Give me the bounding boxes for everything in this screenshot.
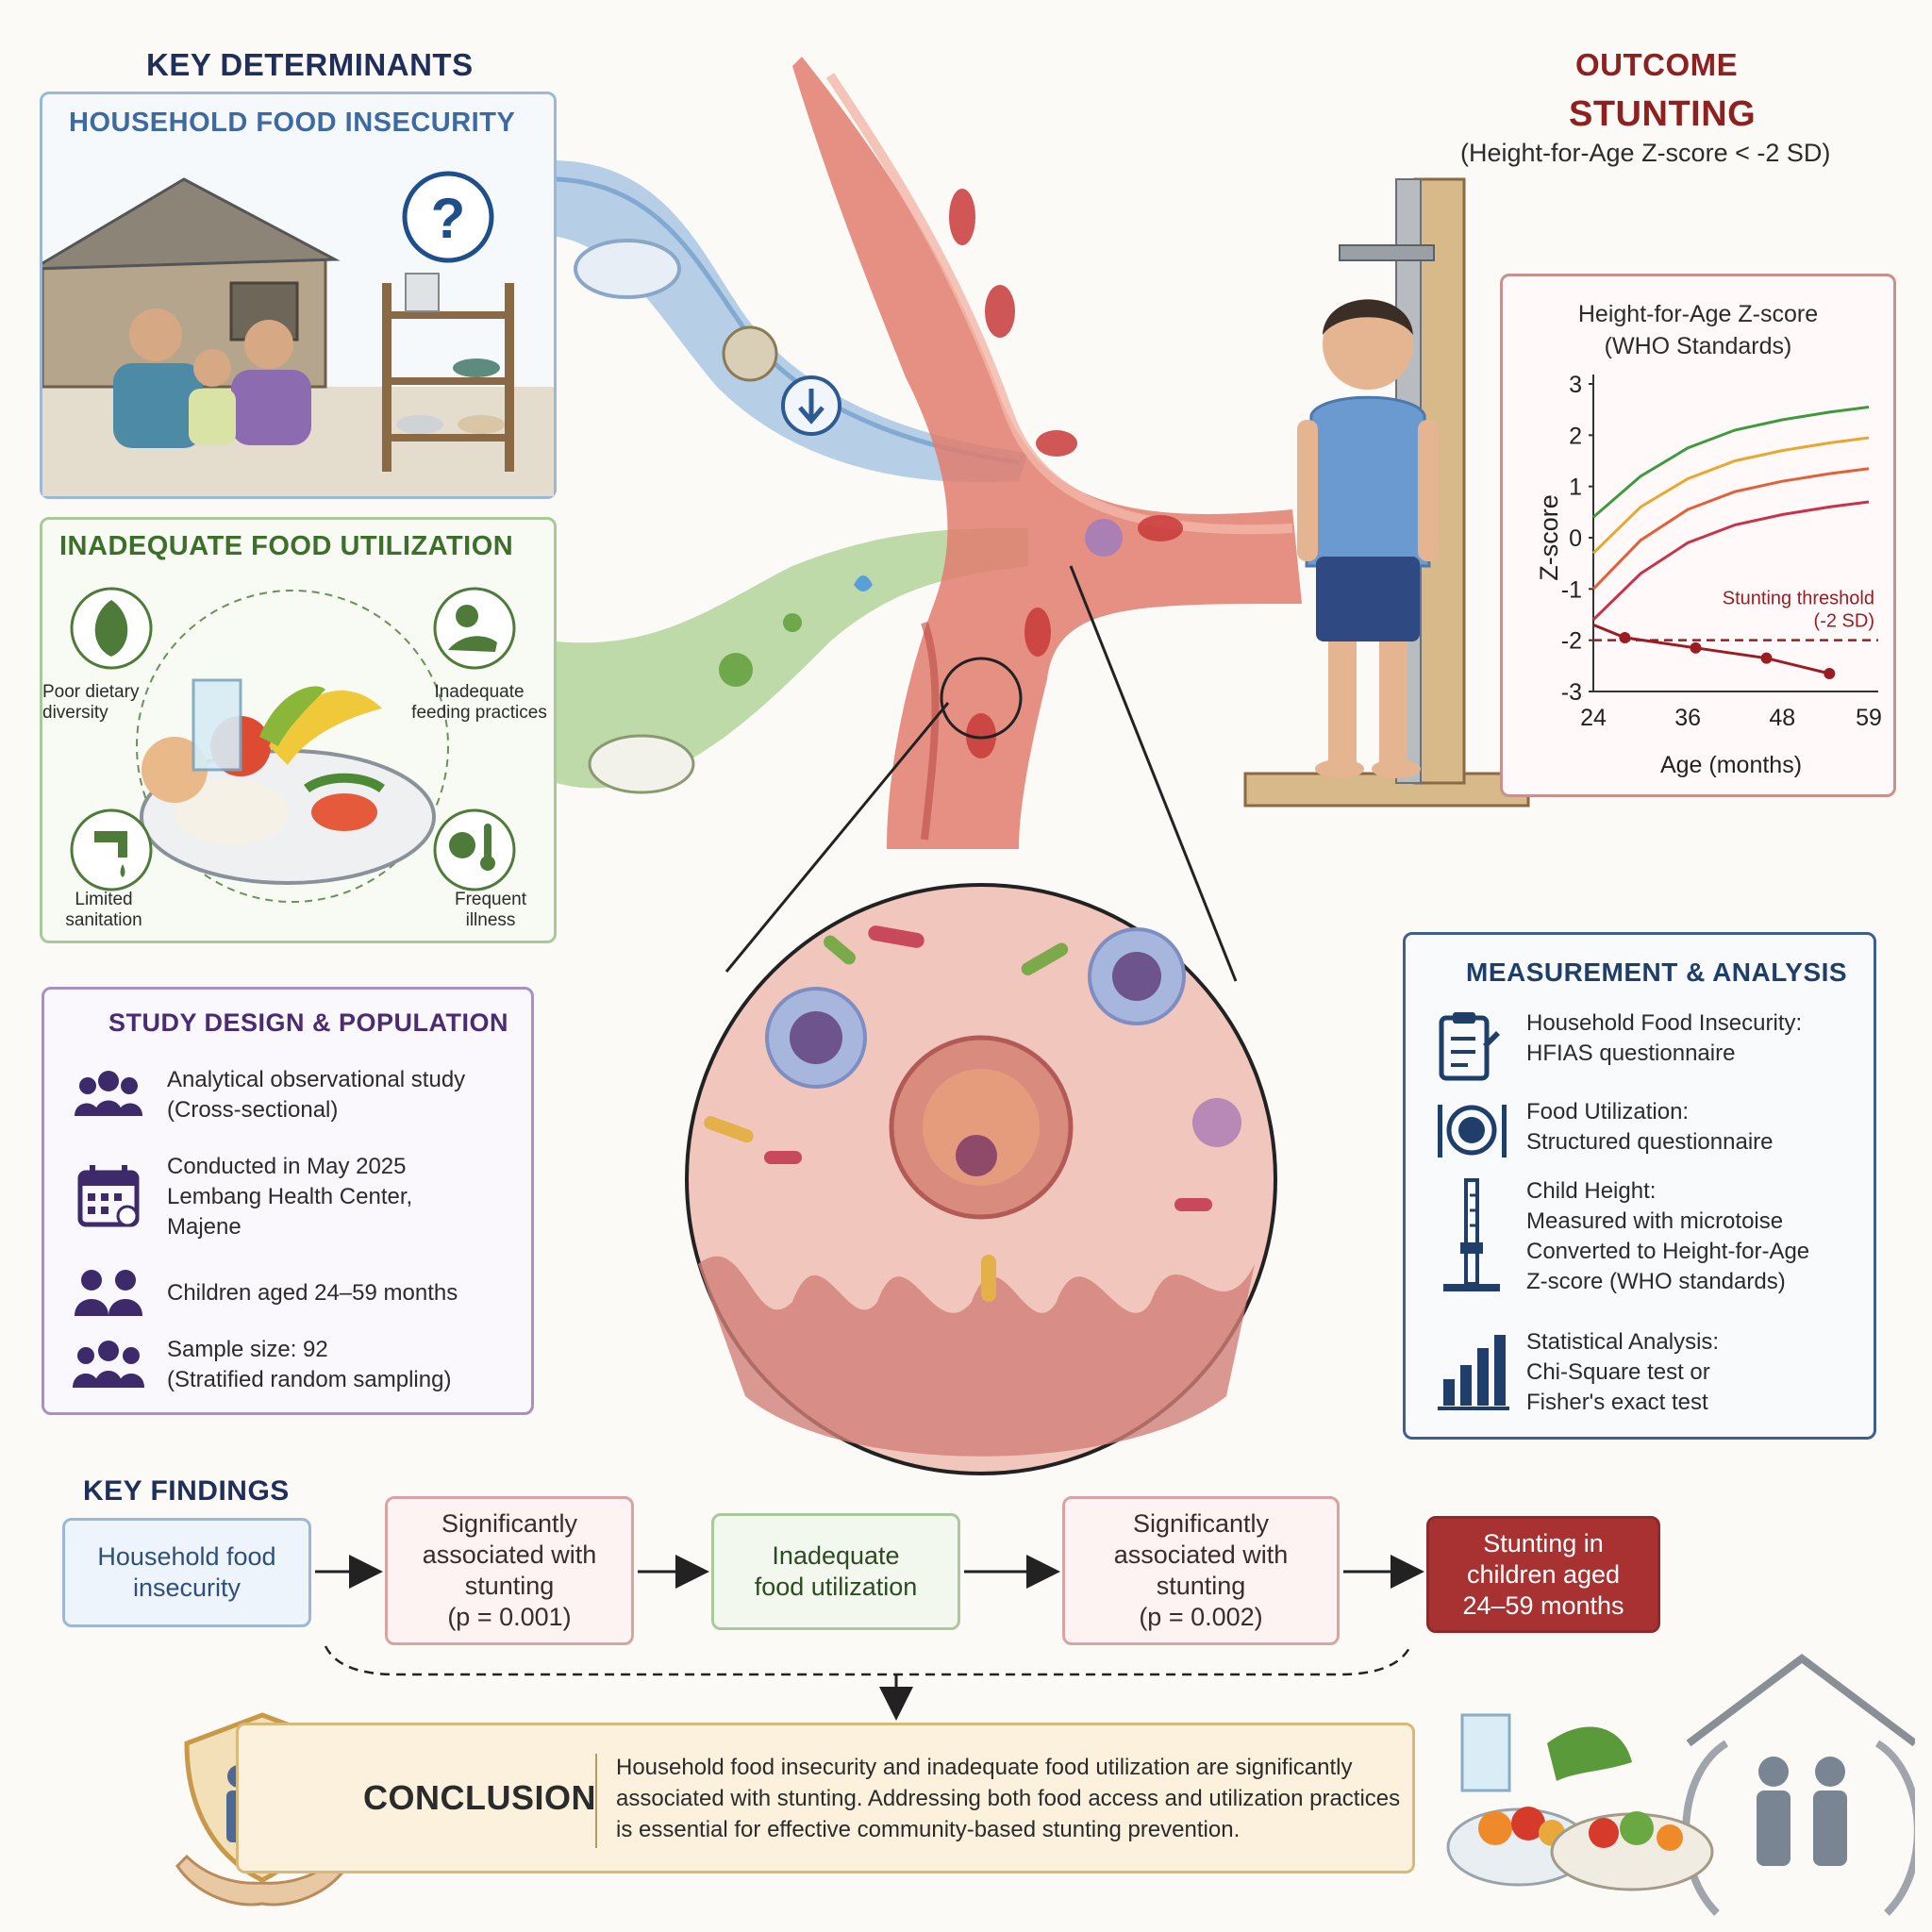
measure-utilization-text: Food Utilization: Structured questionnai… [1526, 1099, 1774, 1155]
finding-association-2: Significantly associated with stunting (… [1062, 1496, 1340, 1645]
children-icon [75, 1270, 142, 1316]
outcome-heading: OUTCOME [1575, 47, 1739, 82]
water-tap-icon [70, 808, 153, 891]
chart-y-tick-label: -3 [1561, 679, 1582, 706]
finding-food-utilization: Inadequate food utilization [711, 1513, 960, 1630]
chart-series-point [1619, 631, 1631, 643]
chart-series-point [1760, 652, 1773, 664]
stunting-threshold-sd-label: (-2 SD) [1814, 611, 1874, 632]
inadequate-feeding-label: Inadequate feeding practices [411, 682, 547, 723]
chart-y-tick-label: 0 [1569, 525, 1582, 552]
calendar-icon [77, 1165, 140, 1227]
study-design-panel: STUDY DESIGN & POPULATION Analytical obs… [42, 987, 534, 1415]
limited-sanitation-label: Limited sanitation [65, 890, 142, 930]
chart-series-line-4 [1591, 500, 1870, 621]
chart-y-axis-label: Z-score [1535, 494, 1563, 581]
findings-arrows [315, 1555, 1424, 1721]
stunting-threshold-label: Stunting threshold [1723, 589, 1874, 609]
frequent-illness-label: Frequent illness [454, 890, 527, 930]
chart-series-line-5 [1592, 624, 1830, 675]
chart-x-tick-label: 59 [1856, 705, 1882, 731]
chart-x-tick-label: 24 [1580, 705, 1607, 731]
clipboard-icon [1439, 1012, 1500, 1081]
group-icon [75, 1071, 142, 1116]
study-item-location: Conducted in May 2025 Lembang Health Cen… [71, 1152, 412, 1242]
measurement-panel: MEASUREMENT & ANALYSIS Household Food In… [1403, 932, 1876, 1440]
stunting-heading: STUNTING [1569, 94, 1757, 134]
blue-stream [552, 160, 1028, 483]
food-plate-in-stream [588, 734, 695, 794]
chart-series-point [1824, 667, 1836, 679]
key-determinants-heading: KEY DETERMINANTS [146, 47, 474, 82]
chart-y-tick-label: -1 [1561, 576, 1582, 603]
chart-title: Height-for-Age Z-score [1577, 301, 1819, 327]
food-insecurity-title: HOUSEHOLD FOOD INSECURITY [69, 108, 516, 138]
poor-dietary-diversity-label: Poor dietary diversity [42, 682, 140, 723]
measure-stats-text: Statistical Analysis: Chi-Square test or… [1526, 1329, 1720, 1415]
outcome-definition: (Height-for-Age Z-score < -2 SD) [1460, 139, 1831, 167]
measure-item-utilization: Food Utilization: Structured questionnai… [1434, 1097, 1774, 1163]
measure-item-height: Child Height: Measured with microtoise C… [1434, 1176, 1809, 1299]
microbe-in-stream [719, 653, 753, 687]
microtoise-icon [1443, 1178, 1500, 1291]
conclusion-title: CONCLUSION [363, 1778, 596, 1817]
chart-x-tick-label: 48 [1769, 705, 1795, 731]
chart-y-tick-label: -2 [1561, 628, 1582, 655]
plate-in-stream [574, 239, 681, 299]
food-utilization-panel: INADEQUATE FOOD UTILIZATION [40, 517, 557, 943]
chart-panel: Height-for-Age Z-score (WHO Standards) 3… [1500, 274, 1896, 797]
svg-text:?: ? [431, 187, 466, 250]
chart-y-tick-label: 1 [1569, 475, 1582, 501]
dashed-connector [324, 1645, 1412, 1676]
study-item-sample: Sample size: 92 (Stratified random sampl… [71, 1335, 451, 1395]
chart-subtitle: (WHO Standards) [1604, 333, 1792, 359]
chart-series-line-2 [1591, 436, 1870, 555]
feeding-hand-icon [433, 587, 516, 670]
chart-x-axis-label: Age (months) [1660, 752, 1802, 778]
study-item-design: Analytical observational study (Cross-se… [71, 1065, 465, 1125]
chart-series-point [1690, 641, 1702, 654]
utilization-illustration [70, 587, 516, 903]
bar-chart-icon [1438, 1335, 1509, 1410]
child-height-measurement [1243, 177, 1530, 808]
chart-y-tick-label: 3 [1569, 372, 1582, 398]
measure-item-hfias: Household Food Insecurity: HFIAS questio… [1434, 1008, 1802, 1084]
study-design-text: Analytical observational study (Cross-se… [167, 1067, 466, 1123]
chart-y-tick-label: 2 [1569, 423, 1582, 449]
empty-bowl-in-stream [722, 325, 778, 382]
measure-hfias-text: Household Food Insecurity: HFIAS questio… [1526, 1010, 1803, 1066]
house-family-icon [1446, 1654, 1915, 1916]
measurement-title: MEASUREMENT & ANALYSIS [1466, 958, 1848, 987]
finding-association-1: Significantly associated with stunting (… [385, 1496, 634, 1645]
leafy-greens-icon [70, 587, 153, 670]
finding-food-insecurity: Household food insecurity [62, 1518, 311, 1627]
finding-stunting-outcome: Stunting in children aged 24–59 months [1426, 1516, 1660, 1633]
chart-series-line-3 [1591, 467, 1870, 591]
measure-item-stats: Statistical Analysis: Chi-Square test or… [1434, 1327, 1719, 1418]
study-sample-text: Sample size: 92 (Stratified random sampl… [167, 1337, 452, 1392]
question-mark-icon: ? [402, 171, 494, 263]
household-scene: ? [42, 171, 554, 496]
green-stream [557, 528, 1028, 789]
chart-series-line-1 [1592, 406, 1870, 519]
conclusion-divider [595, 1754, 597, 1848]
food-utilization-title: INADEQUATE FOOD UTILIZATION [59, 531, 514, 561]
study-location-text: Conducted in May 2025 Lembang Health Cen… [167, 1154, 413, 1240]
study-design-title: STUDY DESIGN & POPULATION [108, 1008, 509, 1037]
food-insecurity-panel: HOUSEHOLD FOOD INSECURITY ? [40, 92, 557, 499]
sample-group-icon [73, 1341, 144, 1388]
key-findings-heading: KEY FINDINGS [83, 1475, 290, 1507]
plate-utensils-icon [1438, 1105, 1507, 1158]
chart-x-tick-label: 36 [1674, 705, 1701, 731]
thermometer-virus-icon [433, 808, 516, 891]
study-item-age: Children aged 24–59 months [71, 1265, 458, 1322]
measure-height-text: Child Height: Measured with microtoise C… [1526, 1178, 1810, 1294]
conclusion-text: Household food insecurity and inadequate… [616, 1755, 1401, 1842]
conclusion-box: CONCLUSION Household food insecurity and… [236, 1723, 1415, 1874]
study-age-text: Children aged 24–59 months [167, 1280, 458, 1306]
intestine-tube [792, 57, 1302, 849]
